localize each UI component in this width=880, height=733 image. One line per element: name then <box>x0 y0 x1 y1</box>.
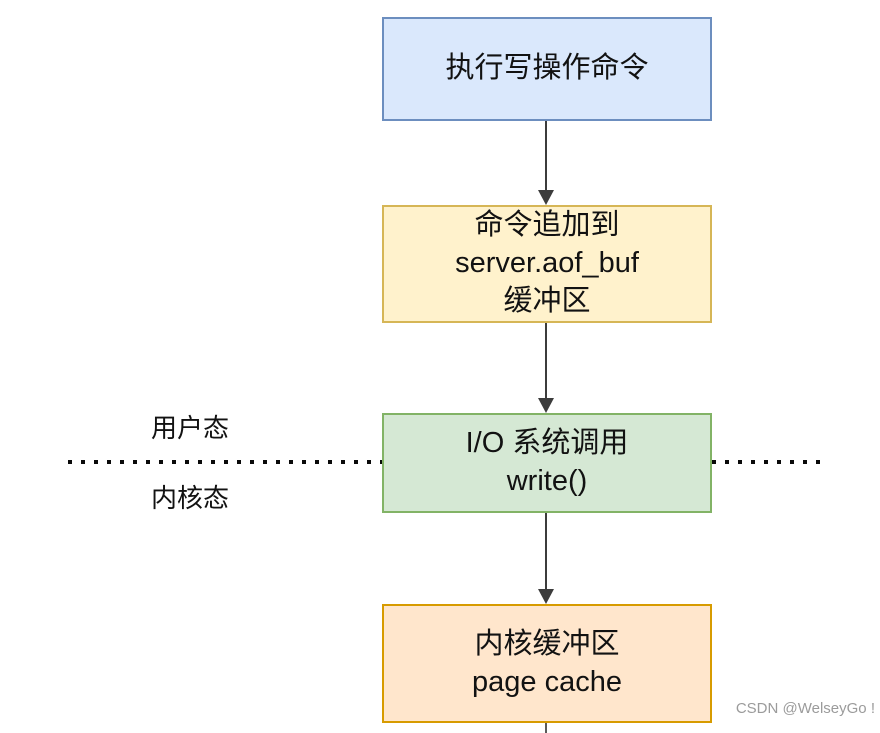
arrow-down-icon <box>538 121 554 205</box>
kernel-mode-label: 内核态 <box>150 483 229 513</box>
arrow-down-icon <box>538 513 554 604</box>
node-kernel-page-cache: 内核缓冲区 page cache <box>382 604 712 723</box>
node-append-to-aof-buf: 命令追加到 server.aof_buf 缓冲区 <box>382 205 712 323</box>
node-io-system-call-write: I/O 系统调用 write() <box>382 413 712 513</box>
node-label: 内核缓冲区 page cache <box>472 627 622 698</box>
mode-boundary-dotted-line-right <box>712 460 826 464</box>
node-label: 命令追加到 server.aof_buf 缓冲区 <box>455 209 639 317</box>
node-label: 执行写操作命令 <box>445 52 649 85</box>
connector-stub-line <box>545 723 547 733</box>
node-label: I/O 系统调用 write() <box>465 427 629 497</box>
node-execute-write-command: 执行写操作命令 <box>382 17 712 121</box>
mode-boundary-dotted-line-left <box>68 460 383 464</box>
watermark-text: CSDN @WelseyGo ! <box>735 700 875 717</box>
arrow-down-icon <box>538 323 554 413</box>
user-mode-label: 用户态 <box>150 413 229 443</box>
